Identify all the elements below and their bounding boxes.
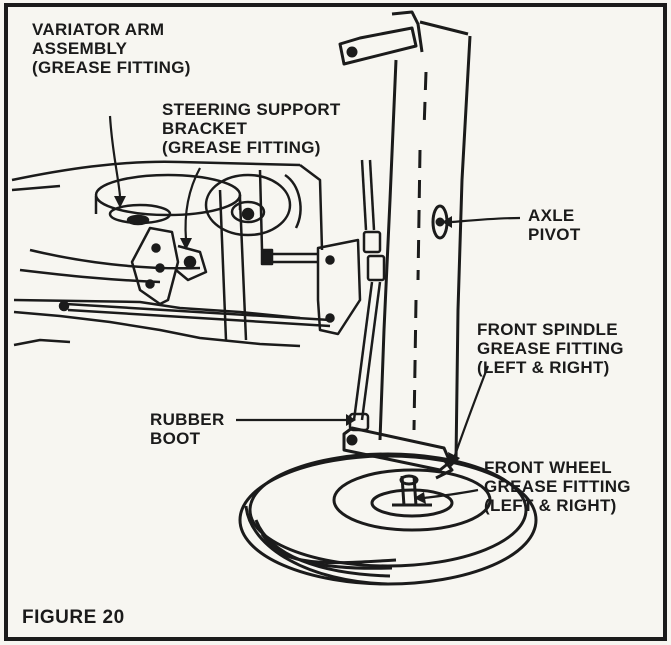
- label-front-wheel-line3: (LEFT & RIGHT): [484, 496, 617, 515]
- label-variator-arm-assembly: VARIATOR ARM ASSEMBLY (GREASE FITTING): [32, 20, 191, 77]
- label-steering-support-bracket: STEERING SUPPORT BRACKET (GREASE FITTING…: [162, 100, 341, 157]
- steering-pulley: [204, 173, 302, 237]
- label-variator-arm-line2: ASSEMBLY: [32, 39, 128, 58]
- arrow-heads: [114, 196, 460, 504]
- label-variator-arm-line3: (GREASE FITTING): [32, 58, 191, 77]
- label-steering-support-line2: BRACKET: [162, 119, 248, 138]
- arrow-variator-arm: [108, 115, 122, 197]
- label-front-spindle-line2: GREASE FITTING: [477, 339, 624, 358]
- callout-arrows: [108, 115, 521, 500]
- arrow-front-spindle: [452, 365, 490, 459]
- figure-caption: FIGURE 20: [22, 607, 125, 628]
- variator-arm-plate: [130, 226, 208, 306]
- label-axle-pivot-line1: AXLE: [528, 206, 575, 225]
- label-steering-support-line3: (GREASE FITTING): [162, 138, 321, 157]
- front-axle-beam: [338, 10, 472, 461]
- label-front-spindle-line3: (LEFT & RIGHT): [477, 358, 610, 377]
- label-variator-arm-line1: VARIATOR ARM: [32, 20, 165, 39]
- label-front-spindle-line1: FRONT SPINDLE: [477, 320, 618, 339]
- arrow-axle-pivot: [451, 216, 521, 224]
- label-steering-support-line1: STEERING SUPPORT: [162, 100, 341, 119]
- label-rubber-boot-line2: BOOT: [150, 429, 201, 448]
- label-axle-pivot: AXLE PIVOT: [528, 206, 581, 244]
- label-front-wheel-grease-fitting: FRONT WHEEL GREASE FITTING (LEFT & RIGHT…: [484, 458, 631, 515]
- label-rubber-boot-line1: RUBBER: [150, 410, 225, 429]
- label-axle-pivot-line2: PIVOT: [528, 225, 581, 244]
- front-tire: [238, 452, 538, 586]
- label-rubber-boot: RUBBER BOOT: [150, 410, 225, 448]
- steering-bracket-arm: [260, 238, 362, 336]
- tractor-chassis: [11, 160, 324, 348]
- label-front-wheel-line2: GREASE FITTING: [484, 477, 631, 496]
- spindle-arm: [342, 426, 454, 507]
- tie-rod: [58, 300, 331, 328]
- label-front-spindle-grease-fitting: FRONT SPINDLE GREASE FITTING (LEFT & RIG…: [477, 320, 624, 377]
- variator-pulley: [94, 173, 242, 226]
- figure-border: [4, 3, 667, 641]
- arrow-front-wheel: [423, 488, 479, 500]
- drag-link: [348, 159, 386, 432]
- arrow-steering-support: [184, 167, 201, 241]
- label-front-wheel-line1: FRONT WHEEL: [484, 458, 612, 477]
